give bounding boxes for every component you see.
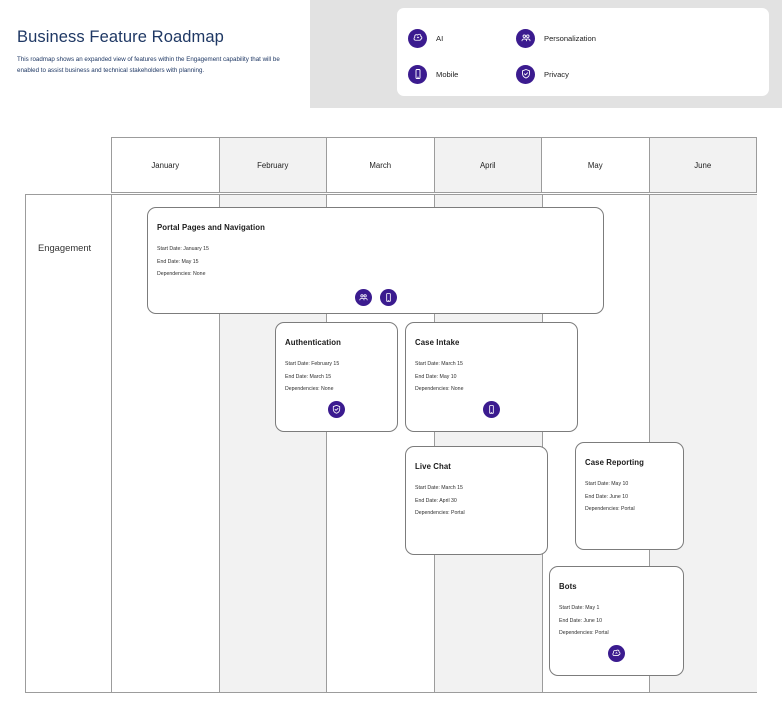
title-block: Business Feature Roadmap This roadmap sh… [17, 28, 317, 76]
card-dependencies: Dependencies: Portal [559, 630, 609, 637]
legend-item-mobile[interactable]: Mobile [408, 56, 516, 92]
month-cell-april: April [434, 138, 542, 193]
card-title: Portal Pages and Navigation [157, 223, 265, 232]
month-label-may: May [587, 160, 603, 170]
card-title: Case Intake [415, 338, 460, 347]
personalization-people-icon [516, 28, 535, 48]
mobile-phone-icon [408, 64, 427, 84]
card-end-date: End Date: May 10 [415, 373, 457, 380]
month-cell-june: June [649, 138, 757, 193]
feature-card-live-chat[interactable]: Live Chat Start Date: March 15 End Date:… [405, 446, 548, 555]
card-meta: Start Date: March 15 End Date: April 30 … [415, 482, 465, 520]
card-end-date: End Date: May 15 [157, 258, 199, 265]
card-icon-row [550, 645, 683, 662]
card-end-date: End Date: April 30 [415, 497, 457, 504]
card-end-date: End Date: June 10 [585, 493, 628, 500]
banner-curve-svg [310, 0, 370, 108]
page-title: Business Feature Roadmap [17, 28, 224, 46]
legend-grid: AI Personalization Mobile [408, 20, 758, 92]
privacy-shield-check-icon [328, 401, 345, 418]
card-start-date: Start Date: January 15 [157, 246, 209, 252]
card-dependencies: Dependencies: Portal [415, 510, 465, 517]
card-meta: Start Date: May 10 End Date: June 10 Dep… [585, 478, 635, 516]
card-meta: Start Date: May 1 End Date: June 10 Depe… [559, 602, 609, 640]
month-cell-january: January [111, 138, 220, 193]
legend-label-mobile: Mobile [436, 69, 459, 79]
card-start-date: Start Date: March 15 [415, 485, 463, 491]
month-cell-march: March [327, 138, 435, 193]
card-icon-row [276, 401, 397, 418]
page-subtitle: This roadmap shows an expanded view of f… [17, 55, 280, 74]
card-dependencies: Dependencies: Portal [585, 506, 635, 513]
feature-card-bots[interactable]: Bots Start Date: May 1 End Date: June 10… [549, 566, 684, 676]
column-band-january [111, 195, 220, 692]
card-dependencies: Dependencies: None [415, 386, 464, 393]
legend-item-ai[interactable]: AI [408, 20, 516, 56]
legend-card: AI Personalization Mobile [397, 8, 769, 96]
month-label-june: June [694, 160, 712, 170]
card-start-date: Start Date: February 15 [285, 361, 340, 367]
card-start-date: Start Date: May 1 [559, 605, 600, 611]
legend-label-personalization: Personalization [544, 33, 596, 43]
card-dependencies: Dependencies: None [285, 386, 334, 393]
card-icon-row [406, 401, 577, 418]
card-icon-row [148, 289, 603, 306]
legend-label-ai: AI [436, 33, 444, 43]
privacy-shield-check-icon [516, 64, 535, 84]
personalization-people-icon [354, 289, 372, 306]
feature-card-portal-pages-and-navigation[interactable]: Portal Pages and Navigation Start Date: … [147, 207, 604, 314]
legend-item-personalization[interactable]: Personalization [516, 20, 758, 56]
card-meta: Start Date: February 15 End Date: March … [285, 358, 339, 396]
card-meta: Start Date: March 15 End Date: May 10 De… [415, 358, 463, 396]
card-end-date: End Date: March 15 [285, 373, 332, 380]
feature-card-authentication[interactable]: Authentication Start Date: February 15 E… [275, 322, 398, 432]
legend-item-privacy[interactable]: Privacy [516, 56, 758, 92]
card-dependencies: Dependencies: None [157, 271, 206, 278]
ai-brain-icon [408, 28, 427, 48]
feature-card-case-reporting[interactable]: Case Reporting Start Date: May 10 End Da… [575, 442, 684, 550]
card-start-date: Start Date: May 10 [585, 481, 629, 487]
month-label-march: March [369, 160, 392, 170]
card-title: Live Chat [415, 462, 451, 471]
swimlane-label-engagement: Engagement [38, 242, 92, 253]
card-title: Authentication [285, 338, 341, 347]
month-header-row: January February March April May June [111, 137, 757, 193]
month-label-april: April [479, 160, 496, 170]
card-title: Case Reporting [585, 458, 645, 467]
card-title: Bots [559, 582, 577, 591]
column-band-march [327, 195, 436, 692]
month-label-january: January [151, 160, 180, 170]
month-cell-february: February [219, 138, 327, 193]
ai-brain-icon [608, 645, 625, 662]
card-start-date: Start Date: March 15 [415, 361, 463, 367]
month-cell-may: May [542, 138, 650, 193]
mobile-phone-icon [483, 401, 500, 418]
banner-curve-decoration [300, 0, 370, 108]
card-end-date: End Date: June 10 [559, 617, 602, 624]
mobile-phone-icon [379, 289, 397, 306]
feature-card-case-intake[interactable]: Case Intake Start Date: March 15 End Dat… [405, 322, 578, 432]
month-label-february: February [257, 160, 289, 170]
card-meta: Start Date: January 15 End Date: May 15 … [157, 243, 209, 281]
legend-label-privacy: Privacy [544, 69, 569, 79]
